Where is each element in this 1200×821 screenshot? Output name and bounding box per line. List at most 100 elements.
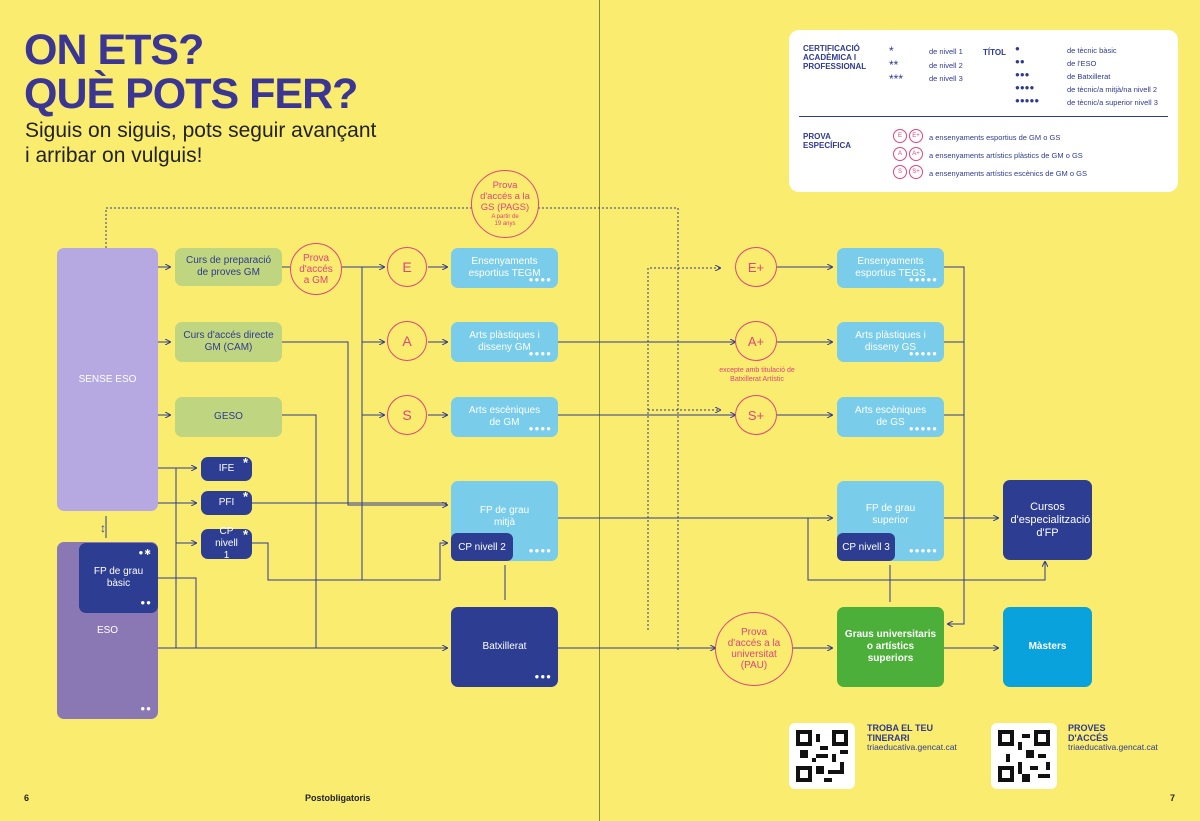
fp-basic-box: FP de grau bàsic ●✱ ●●: [79, 543, 158, 613]
prova-a-circle: A: [387, 321, 427, 361]
titol-4-dots-icon: ●●●●: [528, 349, 552, 358]
legend-cert-label: CERTIFICACIÓ ACADÈMICA I PROFESSIONAL: [803, 44, 867, 71]
fp-mitja-label: FP de grau mitjà: [479, 505, 530, 528]
arts-gm-label: Arts plàstiques i disseny GM: [469, 330, 540, 353]
legend-eplus-circle: E+: [909, 129, 923, 143]
masters-label: Màsters: [1028, 641, 1067, 652]
cp1-box: CP nivell 1 *: [201, 526, 252, 561]
curs-preparacio-label: Curs de preparació de proves GM: [185, 255, 272, 278]
prova-eplus-circle: E+: [735, 247, 777, 287]
cursos-especialitzacio-label: Cursos d'especialització d'FP: [1010, 500, 1091, 539]
tegm-box: Ensenyaments esportius TEGM ●●●●: [451, 248, 558, 288]
batxillerat-label: Batxillerat: [482, 641, 527, 652]
qr-itinerari-url[interactable]: triaeducativa.gencat.cat: [867, 742, 957, 752]
pags-label: Prova d'accés a la GS (PAGS): [480, 180, 530, 213]
page-number-right: 7: [1170, 793, 1176, 803]
qr-proves-title: PROVES D'ACCÉS: [1068, 723, 1109, 743]
legend-s-label: S: [897, 168, 902, 175]
pfi-box: PFI *: [201, 489, 252, 515]
titol-3-symbol: ●●●: [1015, 70, 1030, 79]
subtitle-line-2: i arribar on vulguis!: [25, 144, 203, 167]
esc-gm-box: Arts escèniques de GM ●●●●: [451, 397, 558, 437]
qr-code-proves[interactable]: [991, 723, 1057, 789]
cert-star-dot-icon: ●✱: [138, 548, 152, 557]
tegm-label: Ensenyaments esportius TEGM: [468, 256, 541, 279]
prova-s-circle: S: [387, 395, 427, 435]
titol-5-dots-icon: ●●●●●: [908, 546, 938, 555]
cert-1-text: de nivell 1: [929, 47, 963, 56]
legend-divider: [799, 116, 1168, 117]
prova-eplus-label: E+: [747, 259, 765, 275]
geso-box: GESO: [175, 397, 282, 437]
cert-2-symbol: **: [889, 58, 899, 72]
esc-gm-label: Arts escèniques de GM: [468, 405, 541, 428]
titol-5-symbol: ●●●●●: [1015, 96, 1040, 105]
cert-1-star-icon: *: [242, 455, 248, 470]
double-arrow-icon: ↕: [100, 521, 106, 535]
titol-4-symbol: ●●●●: [1015, 83, 1035, 92]
cert-1-star-icon: *: [242, 527, 248, 542]
prova-a-label: A: [402, 332, 412, 349]
arts-gm-box: Arts plàstiques i disseny GM ●●●●: [451, 322, 558, 362]
cert-1-star-icon: *: [242, 489, 248, 504]
titol-3-dots-icon: ●●●: [534, 672, 552, 681]
titol-1-symbol: ●: [1015, 44, 1020, 53]
eso-label: ESO: [96, 624, 119, 636]
cp3-box: CP nivell 3: [837, 533, 895, 561]
legend-splus-circle: S+: [909, 165, 923, 179]
legend-s-circle: S: [893, 165, 907, 179]
legend-eplus-label: E+: [912, 132, 920, 139]
legend-splus-label: S+: [912, 168, 920, 175]
prova-e-circle: E: [387, 247, 427, 287]
titol-5-text: de tècnic/a superior nivell 3: [1067, 98, 1158, 107]
sense-eso-box: SENSE ESO: [57, 248, 158, 511]
sense-eso-label: SENSE ESO: [78, 373, 137, 385]
qr-pattern-icon: [998, 730, 1050, 782]
geso-label: GESO: [214, 411, 243, 422]
cp2-label: CP nivell 2: [458, 541, 506, 553]
legend-a-circle: A: [893, 147, 907, 161]
titol-2-symbol: ●●: [1015, 57, 1025, 66]
qr-proves-url[interactable]: triaeducativa.gencat.cat: [1068, 742, 1158, 752]
legend-e-circle: E: [893, 129, 907, 143]
curs-cam-box: Curs d'accés directe GM (CAM): [175, 322, 282, 362]
titol-5-dots-icon: ●●●●●: [908, 349, 938, 358]
legend-a-label: A: [897, 150, 902, 157]
prova-s-text: a ensenyaments artístics escènics de GM …: [929, 169, 1087, 178]
title-line-1: ON ETS?: [24, 26, 204, 74]
curs-preparacio-box: Curs de preparació de proves GM: [175, 248, 282, 286]
legend-aplus-circle: A+: [909, 147, 923, 161]
arts-gs-box: Arts plàstiques i disseny GS ●●●●●: [837, 322, 944, 362]
tegs-label: Ensenyaments esportius TEGS: [855, 256, 926, 279]
aplus-note: excepte amb titulació de Batxillerat Art…: [719, 367, 795, 383]
subtitle-line-1: Siguis on siguis, pots seguir avançant: [25, 119, 377, 142]
page-number-left: 6: [24, 793, 30, 803]
prova-s-label: S: [402, 406, 412, 423]
qr-pattern-icon: [796, 730, 848, 782]
graus-box: Graus universitaris o artístics superior…: [837, 607, 944, 687]
prova-a-text: a ensenyaments artístics plàstics de GM …: [929, 151, 1083, 160]
cp1-label: CP nivell 1: [215, 526, 238, 561]
cert-1-symbol: *: [889, 44, 894, 58]
masters-box: Màsters: [1003, 607, 1092, 687]
subtitle: Siguis on siguis, pots seguir avançant i…: [25, 118, 376, 168]
pau-circle: Prova d'accés a la universitat (PAU): [715, 612, 793, 686]
prova-splus-circle: S+: [735, 395, 777, 435]
prova-aplus-label: A+: [747, 333, 765, 349]
pags-note: A partir de 19 anys: [491, 214, 519, 227]
legend-panel: CERTIFICACIÓ ACADÈMICA I PROFESSIONAL * …: [789, 30, 1178, 192]
pau-label: Prova d'accés a la universitat (PAU): [727, 627, 781, 671]
batxillerat-box: Batxillerat ●●●: [451, 607, 558, 687]
titol-3-text: de Batxillerat: [1067, 72, 1111, 81]
titol-4-dots-icon: ●●●●: [528, 275, 552, 284]
curs-cam-label: Curs d'accés directe GM (CAM): [183, 330, 274, 353]
cp2-box: CP nivell 2: [451, 533, 513, 561]
cert-2-text: de nivell 2: [929, 61, 963, 70]
cursos-especialitzacio-box: Cursos d'especialització d'FP: [1003, 480, 1092, 560]
titol-4-dots-icon: ●●●●: [528, 424, 552, 433]
titol-5-dots-icon: ●●●●●: [908, 424, 938, 433]
qr-code-itinerari[interactable]: [789, 723, 855, 789]
esc-gs-label: Arts escèniques de GS: [854, 405, 927, 428]
legend-aplus-label: A+: [912, 150, 920, 157]
prova-aplus-circle: A+: [735, 321, 777, 361]
